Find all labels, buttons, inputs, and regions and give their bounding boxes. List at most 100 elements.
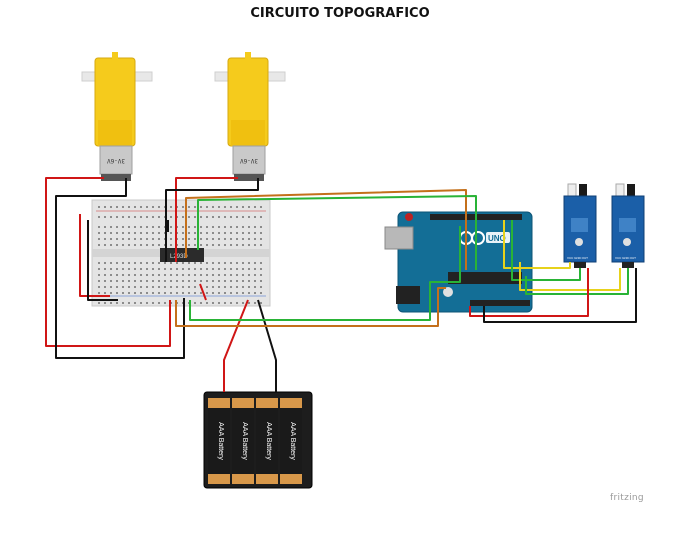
breadboard-hole — [194, 302, 196, 304]
battery-cell-3-label: AAA Battery — [265, 422, 272, 460]
breadboard-hole — [134, 216, 136, 218]
battery-cell-1-label: AAA Battery — [217, 422, 224, 460]
breadboard-hole — [104, 232, 106, 234]
breadboard-hole — [242, 206, 244, 208]
breadboard-hole — [170, 262, 172, 264]
breadboard-hole — [110, 244, 112, 246]
breadboard-hole — [122, 232, 124, 234]
breadboard-hole — [146, 244, 148, 246]
breadboard-hole — [218, 216, 220, 218]
breadboard-hole — [236, 238, 238, 240]
breadboard-hole — [206, 268, 208, 270]
breadboard-hole — [122, 262, 124, 264]
breadboard-hole — [230, 274, 232, 276]
breadboard-hole — [248, 226, 250, 228]
breadboard-hole — [116, 238, 118, 240]
breadboard-hole — [200, 274, 202, 276]
breadboard-hole — [254, 206, 256, 208]
breadboard-hole — [260, 226, 262, 228]
breadboard-hole — [98, 274, 100, 276]
breadboard-hole — [212, 286, 214, 288]
breadboard-hole — [236, 274, 238, 276]
breadboard-hole — [188, 262, 190, 264]
wire-sensor-red — [469, 268, 589, 317]
breadboard-hole — [218, 226, 220, 228]
breadboard-hole — [212, 274, 214, 276]
breadboard-hole — [230, 244, 232, 246]
breadboard-hole — [134, 262, 136, 264]
breadboard-hole — [116, 216, 118, 218]
breadboard-hole — [194, 232, 196, 234]
breadboard-hole — [170, 286, 172, 288]
breadboard-hole — [104, 280, 106, 282]
breadboard-hole — [110, 302, 112, 304]
breadboard-hole — [128, 206, 130, 208]
breadboard-hole — [170, 244, 172, 246]
breadboard-hole — [212, 302, 214, 304]
breadboard-hole — [110, 262, 112, 264]
breadboard-hole — [194, 244, 196, 246]
breadboard-hole — [260, 232, 262, 234]
breadboard-hole — [158, 292, 160, 294]
breadboard-hole — [170, 238, 172, 240]
breadboard-hole — [254, 280, 256, 282]
breadboard-hole — [98, 238, 100, 240]
breadboard-hole — [236, 244, 238, 246]
breadboard-hole — [230, 238, 232, 240]
breadboard-hole — [248, 244, 250, 246]
breadboard-hole — [212, 262, 214, 264]
breadboard-hole — [206, 286, 208, 288]
breadboard-hole — [140, 226, 142, 228]
breadboard-hole — [242, 302, 244, 304]
motor-left-label: 3V-6V — [107, 157, 125, 164]
breadboard-hole — [254, 292, 256, 294]
breadboard-hole — [164, 268, 166, 270]
breadboard-hole — [110, 238, 112, 240]
wire-orange-top — [185, 189, 467, 270]
breadboard-hole — [176, 268, 178, 270]
breadboard-hole — [146, 274, 148, 276]
breadboard-hole — [98, 292, 100, 294]
breadboard-hole — [230, 216, 232, 218]
breadboard-hole — [212, 206, 214, 208]
breadboard-hole — [104, 206, 106, 208]
breadboard-hole — [128, 226, 130, 228]
breadboard-hole — [122, 268, 124, 270]
wire-sensor-black — [483, 268, 637, 323]
wires — [45, 177, 637, 392]
breadboard-hole — [188, 280, 190, 282]
breadboard-hole — [104, 268, 106, 270]
breadboard-hole — [146, 302, 148, 304]
breadboard-hole — [200, 238, 202, 240]
breadboard-hole — [224, 206, 226, 208]
breadboard-hole — [200, 206, 202, 208]
breadboard-hole — [242, 268, 244, 270]
breadboard-hole — [146, 206, 148, 208]
breadboard-hole — [116, 268, 118, 270]
breadboard-hole — [248, 268, 250, 270]
breadboard-hole — [146, 280, 148, 282]
battery-cell-1: AAA Battery — [208, 398, 230, 484]
breadboard-hole — [152, 286, 154, 288]
breadboard-hole — [224, 280, 226, 282]
breadboard-hole — [218, 292, 220, 294]
breadboard-hole — [254, 262, 256, 264]
breadboard-hole — [206, 216, 208, 218]
breadboard-hole — [242, 292, 244, 294]
breadboard-hole — [128, 244, 130, 246]
breadboard-hole — [188, 232, 190, 234]
breadboard-hole — [188, 226, 190, 228]
breadboard-hole — [122, 226, 124, 228]
breadboard-hole — [110, 268, 112, 270]
breadboard-hole — [218, 262, 220, 264]
breadboard-hole — [98, 268, 100, 270]
breadboard-hole — [176, 274, 178, 276]
breadboard-hole — [152, 206, 154, 208]
breadboard-hole — [122, 286, 124, 288]
breadboard-hole — [236, 292, 238, 294]
battery-cell-4: AAA Battery — [280, 398, 302, 484]
driver-chip: L293D — [160, 248, 204, 262]
breadboard-hole — [254, 238, 256, 240]
breadboard-hole — [98, 286, 100, 288]
wire-sensor-green-1 — [511, 220, 581, 281]
